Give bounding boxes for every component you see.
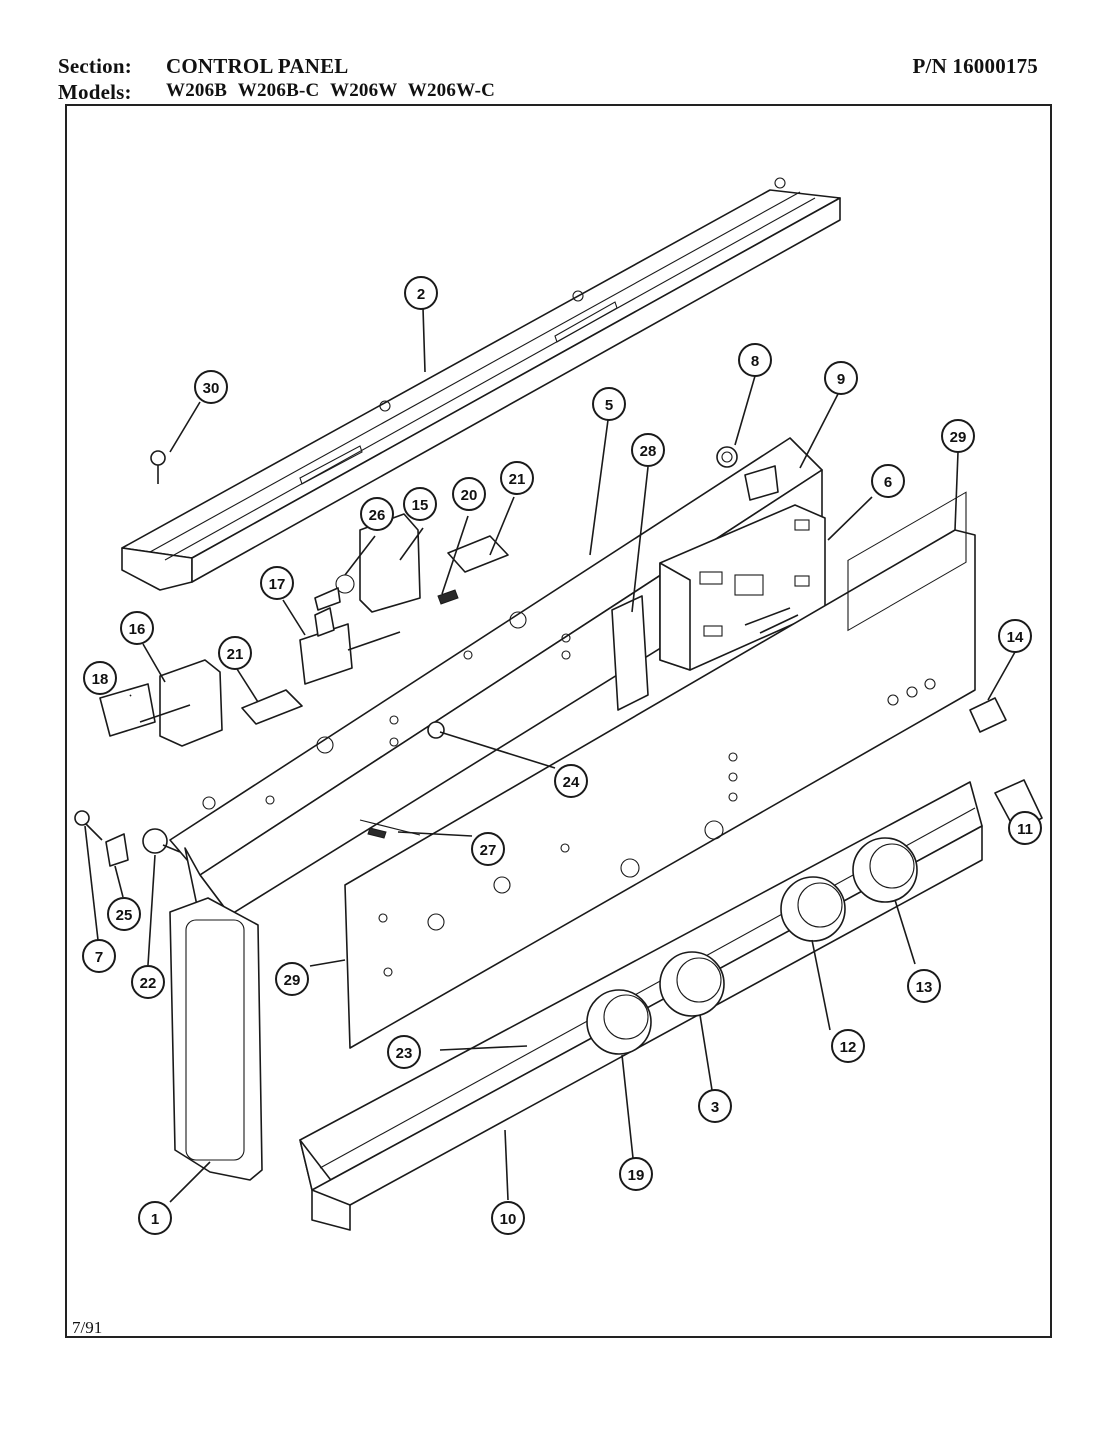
svg-text:8: 8: [751, 353, 759, 370]
svg-text:1: 1: [151, 1211, 159, 1228]
svg-text:19: 19: [628, 1167, 645, 1184]
bracket-part: [611, 595, 649, 711]
callout-17: 17: [260, 566, 294, 600]
callout-27: 27: [471, 832, 505, 866]
svg-text:2: 2: [417, 286, 425, 303]
models-label: Models:: [58, 80, 132, 104]
diagram-frame: [65, 104, 1052, 1338]
svg-text:12: 12: [840, 1039, 857, 1056]
svg-text:5: 5: [605, 397, 613, 414]
svg-text:15: 15: [412, 497, 429, 514]
callout-25: 25: [107, 897, 141, 931]
callout-14: 14: [998, 619, 1032, 653]
svg-text:6: 6: [884, 474, 892, 491]
svg-text:10: 10: [500, 1211, 517, 1228]
callout-7: 7: [82, 939, 116, 973]
leader-lines: [84, 307, 1026, 1203]
callout-5: 5: [592, 387, 626, 421]
callout-2: 2: [404, 276, 438, 310]
svg-text:30: 30: [203, 380, 220, 397]
svg-text:26: 26: [369, 507, 386, 524]
callout-13: 13: [907, 969, 941, 1003]
svg-text:9: 9: [837, 371, 845, 388]
callout-20: 20: [452, 477, 486, 511]
page-header: Section: CONTROL PANEL P/N 16000175 Mode…: [58, 54, 1038, 106]
callout-24: 24: [554, 764, 588, 798]
trim-strip-part: [121, 177, 841, 591]
section-label: Section:: [58, 54, 132, 78]
callout-26: 26: [360, 497, 394, 531]
svg-text:18: 18: [92, 671, 109, 688]
part-number: P/N 16000175: [912, 54, 1038, 78]
svg-text:13: 13: [916, 979, 933, 996]
callout-3: 3: [698, 1089, 732, 1123]
svg-text:23: 23: [396, 1045, 413, 1062]
callout-21-left: 21: [218, 636, 252, 670]
end-cap-part: [169, 897, 263, 1181]
callout-29-bottom: 29: [275, 962, 309, 996]
svg-text:3: 3: [711, 1099, 719, 1116]
callout-22: 22: [131, 965, 165, 999]
callout-19: 19: [619, 1157, 653, 1191]
callouts: 1 2 3 5 6 7 8 9 10 11 12 13 14 15 16 17 …: [82, 276, 1042, 1235]
svg-text:24: 24: [563, 774, 580, 791]
svg-text:21: 21: [227, 646, 244, 663]
svg-text:29: 29: [950, 429, 967, 446]
callout-1: 1: [138, 1201, 172, 1235]
svg-text:11: 11: [1017, 821, 1033, 838]
callout-29-top: 29: [941, 419, 975, 453]
section-title: CONTROL PANEL: [166, 54, 349, 78]
svg-text:20: 20: [461, 487, 478, 504]
svg-text:25: 25: [116, 907, 133, 924]
svg-text:21: 21: [509, 471, 526, 488]
callout-21-right: 21: [500, 461, 534, 495]
switch-components: [99, 513, 509, 747]
overlay-panel-part: [344, 491, 976, 1049]
callout-6: 6: [871, 464, 905, 498]
svg-text:28: 28: [640, 443, 657, 460]
pushbutton-parts: [969, 697, 1043, 833]
callout-30: 30: [194, 370, 228, 404]
callout-12: 12: [831, 1029, 865, 1063]
callout-10: 10: [491, 1201, 525, 1235]
svg-text:22: 22: [140, 975, 157, 992]
svg-text:17: 17: [269, 576, 286, 593]
svg-text:7: 7: [95, 949, 103, 966]
control-knobs: [586, 837, 918, 1055]
key-part: [314, 574, 355, 611]
control-board-part: [659, 504, 826, 671]
callout-8: 8: [738, 343, 772, 377]
callout-16: 16: [120, 611, 154, 645]
svg-text:29: 29: [284, 972, 301, 989]
callout-18: 18: [83, 661, 117, 695]
callout-28: 28: [631, 433, 665, 467]
callout-9: 9: [824, 361, 858, 395]
svg-text:27: 27: [480, 842, 497, 859]
callout-15: 15: [403, 487, 437, 521]
svg-text:14: 14: [1007, 629, 1024, 646]
svg-text:16: 16: [129, 621, 146, 638]
callout-11: 11: [1008, 811, 1042, 845]
callout-23: 23: [387, 1035, 421, 1069]
revision-date: 7/91: [72, 1318, 103, 1337]
models-list: W206B W206B-C W206W W206W-C: [166, 80, 496, 101]
